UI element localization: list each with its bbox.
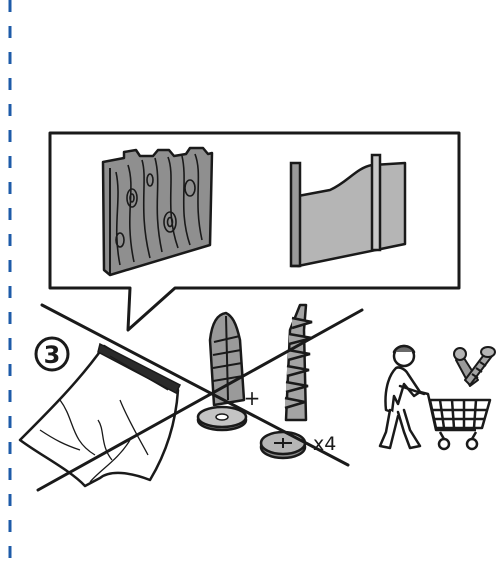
shopper-icon bbox=[380, 346, 424, 448]
step-number: 3 bbox=[44, 341, 61, 369]
wall-anchor-icon bbox=[198, 313, 246, 430]
plus-sign: + bbox=[244, 386, 261, 410]
wall-type-callout bbox=[50, 133, 459, 330]
screw-icon bbox=[261, 305, 312, 458]
shopping-cart-icon bbox=[420, 392, 490, 449]
cart-hardware-icon bbox=[454, 347, 495, 386]
step-number-badge: 3 bbox=[36, 338, 68, 370]
